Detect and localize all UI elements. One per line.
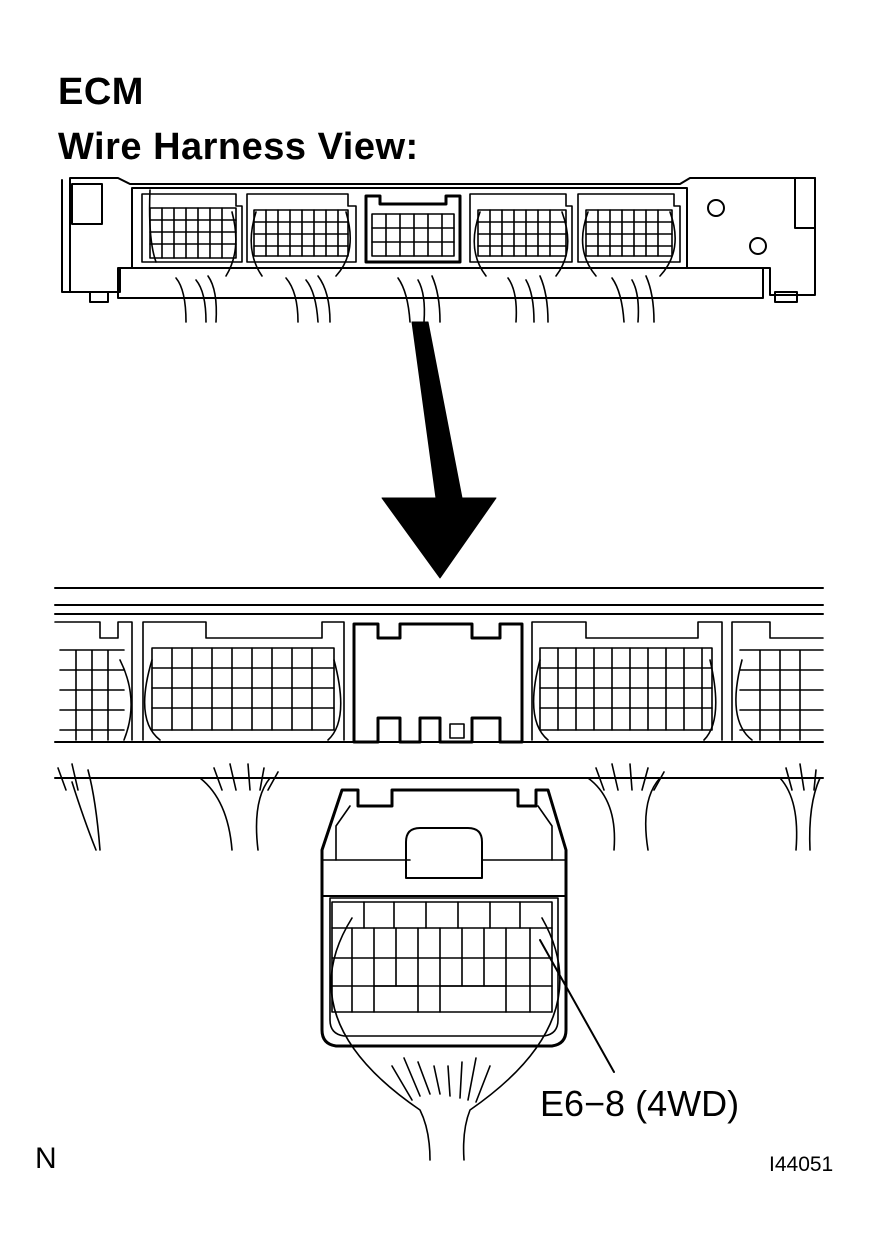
enlarged-ecm-strip bbox=[54, 587, 824, 779]
ecm-connector-group bbox=[141, 189, 681, 277]
enlarged-connector-right-2 bbox=[731, 621, 824, 741]
ecm-connector-3 bbox=[364, 194, 462, 264]
enlarged-wire-bundles bbox=[57, 763, 821, 851]
ecm-unit bbox=[61, 177, 816, 303]
enlarged-connector-left-1 bbox=[54, 621, 133, 741]
ecm-connector-4 bbox=[469, 193, 573, 277]
terminal-callout-label: E6−8 (4WD) bbox=[540, 1083, 740, 1124]
enlarged-connector-left-2 bbox=[142, 621, 345, 741]
plug-wire-loom bbox=[330, 917, 561, 1161]
enlarged-connector-right-1 bbox=[531, 621, 723, 741]
diagram-title: ECM bbox=[58, 71, 144, 113]
harness-plug-connector bbox=[320, 788, 568, 1048]
ecm-connector-5 bbox=[577, 193, 681, 277]
diagram-subtitle: Wire Harness View: bbox=[58, 126, 419, 168]
figure-id: I44051 bbox=[769, 1153, 834, 1176]
plug-terminal-grid bbox=[331, 901, 553, 1013]
ecm-connector-2 bbox=[246, 193, 357, 277]
ecm-connector-1 bbox=[141, 189, 243, 277]
corner-letter: N bbox=[35, 1142, 57, 1175]
down-arrow-icon bbox=[381, 321, 497, 579]
enlarged-connector-center bbox=[352, 622, 524, 744]
ecm-wire-bundles bbox=[175, 275, 655, 323]
callout-leader-line bbox=[539, 939, 615, 1073]
